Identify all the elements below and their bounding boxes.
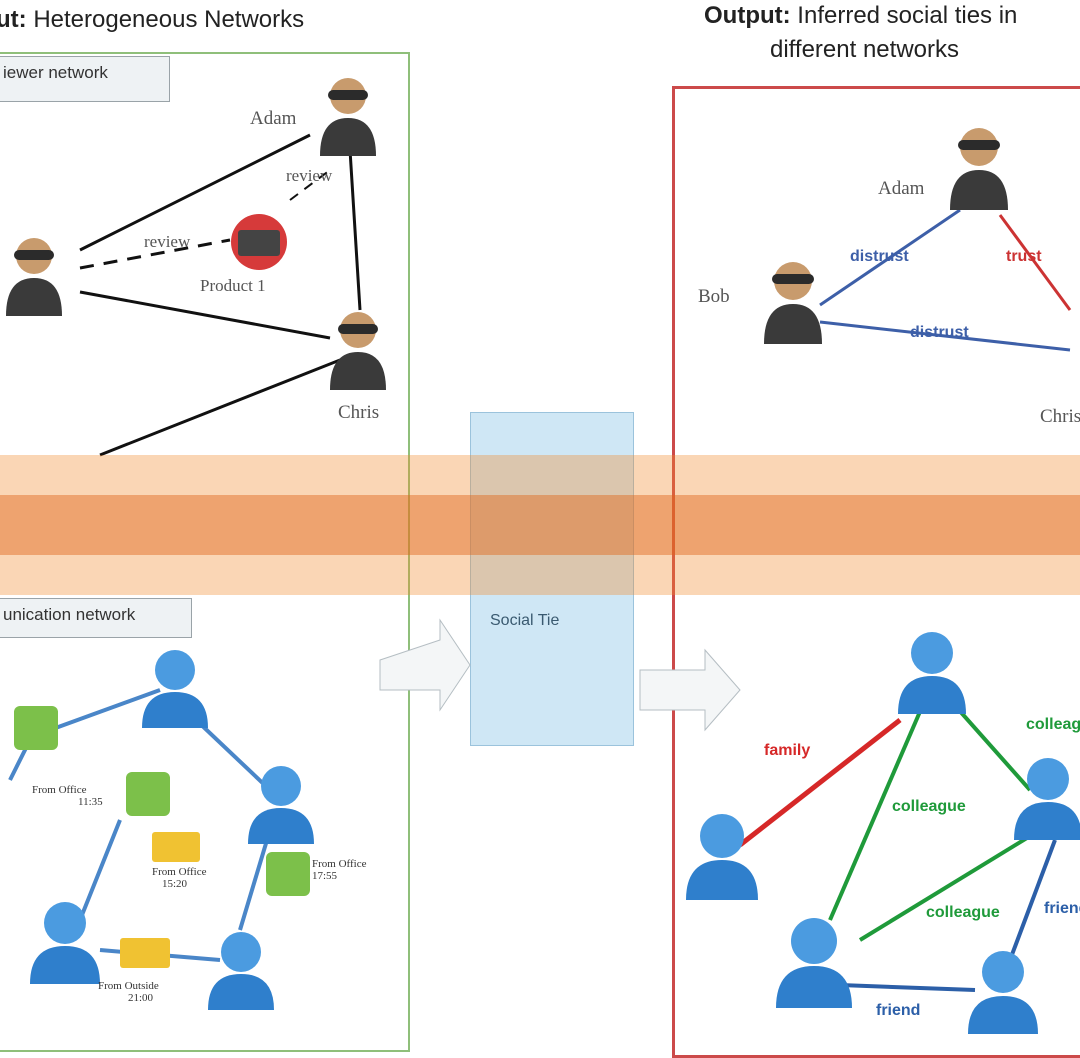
- tie-label-distrust: distrust: [910, 324, 969, 341]
- person-icon: [948, 122, 1010, 210]
- person-icon: [4, 232, 64, 316]
- tie-label-colleague: colleague: [892, 798, 966, 815]
- person-icon: [318, 72, 378, 156]
- tie-label-trust: trust: [1006, 248, 1042, 265]
- person-label-bob: Bob: [698, 286, 730, 307]
- phone-call-icon: [126, 772, 170, 816]
- tie-label-friend: friend: [1044, 900, 1080, 917]
- right-heading: Output: Inferred social ties in: [704, 2, 1018, 29]
- user-icon: [684, 808, 760, 900]
- social-tie-label: Social Tie: [490, 612, 560, 629]
- user-icon: [246, 760, 316, 844]
- tie-label-friend: friend: [876, 1002, 921, 1019]
- message-icon: [152, 832, 200, 862]
- tie-label-family: family: [764, 742, 811, 759]
- right-heading-line2: different networks: [770, 36, 959, 63]
- user-icon: [966, 944, 1040, 1034]
- user-icon: [1012, 752, 1080, 840]
- left-heading: ut: Heterogeneous Networks: [0, 6, 305, 33]
- person-label-chris: Chris: [338, 402, 380, 423]
- message-icon: [120, 938, 170, 968]
- person-icon: [328, 306, 388, 390]
- person-label-chris: Chris: [1040, 406, 1080, 427]
- reviewer-network-tag: iewer network: [0, 56, 170, 102]
- person-icon: [762, 256, 824, 344]
- tie-label-distrust: distrust: [850, 248, 909, 265]
- phone-call-icon: [14, 706, 58, 750]
- product-label: Product 1: [200, 276, 266, 295]
- user-icon: [774, 912, 854, 1008]
- phone-call-icon: [266, 852, 310, 896]
- user-icon: [206, 926, 276, 1010]
- communication-network-tag: unication network: [0, 598, 192, 638]
- tie-label-colleague: colleague: [1026, 716, 1080, 733]
- social-tie-model-box: [470, 412, 634, 746]
- review-label: review: [144, 232, 191, 251]
- person-label-adam: Adam: [250, 108, 297, 129]
- person-label-adam: Adam: [878, 178, 925, 199]
- user-icon: [140, 644, 210, 728]
- tie-label-colleague: colleague: [926, 904, 1000, 921]
- user-icon: [896, 626, 968, 714]
- left-panel-border: [0, 52, 410, 1052]
- review-label: review: [286, 166, 333, 185]
- user-icon: [28, 896, 102, 984]
- product-icon: [226, 212, 292, 272]
